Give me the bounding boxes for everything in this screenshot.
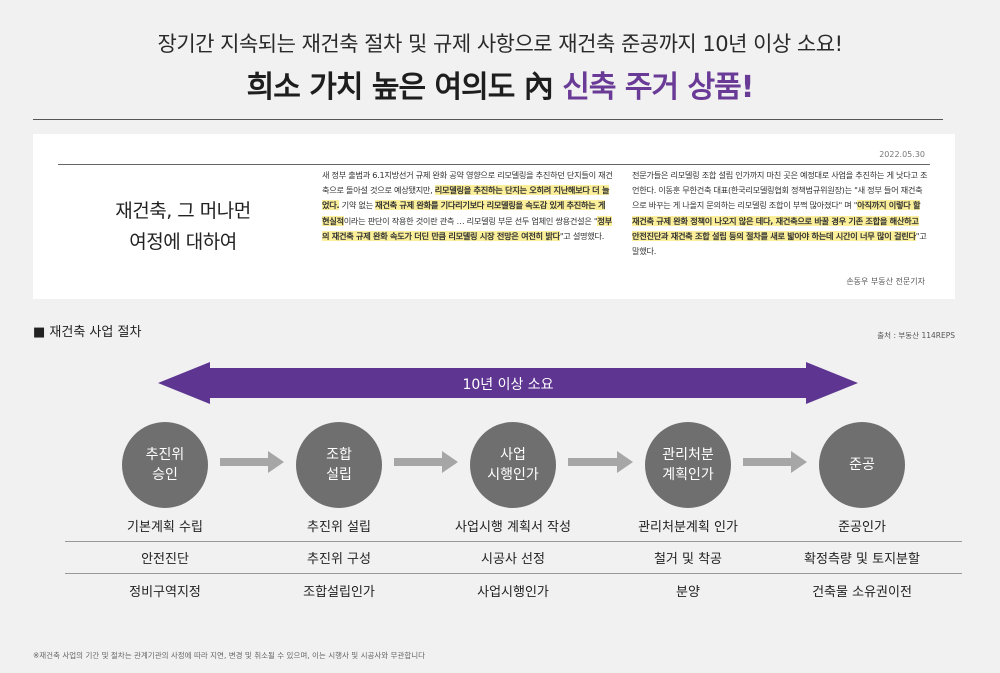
next-step-arrow-shape	[394, 451, 458, 473]
step-task: 정비구역지정	[129, 584, 201, 600]
article-column-2: 전문가들은 리모델링 조합 설립 인가까지 마친 곳은 예정대로 사업을 추진하…	[632, 168, 928, 259]
step-task: 추진위 구성	[239, 542, 439, 574]
next-step-arrow-shape	[220, 451, 284, 473]
step-circle: 준공	[819, 422, 905, 508]
step-task: 안전진단	[65, 542, 265, 574]
article-title: 재건축, 그 머나먼 여정에 대하여	[63, 196, 303, 258]
article-date: 2022.05.30	[879, 150, 925, 159]
next-step-arrow-shape	[743, 451, 807, 473]
article-text: 전문가들은 리모델링 조합 설립 인가까지 마친 곳은 예정대로 사업을 추진하…	[632, 170, 928, 211]
article-text: 기약 없는	[339, 200, 376, 211]
headline-title-accent: 신축 주거 상품!	[562, 70, 754, 105]
header-divider	[33, 119, 943, 120]
article-title-line2: 여정에 대하여	[129, 231, 237, 253]
step-task: 관리처분계획 인가	[588, 510, 788, 542]
article-divider	[58, 164, 930, 165]
article-text: 이라는 판단이 작용한 것이란 관측 … 리모델링 부문 선두 업체인 쌍용건설…	[343, 215, 598, 226]
duration-arrow-shape	[158, 362, 858, 404]
headline-title-prefix: 희소 가치 높은 여의도 內	[246, 70, 554, 105]
next-step-arrow-icon	[568, 451, 633, 473]
step-task: 확정측량 및 토지분할	[762, 542, 962, 574]
article-text: "고 설명했다.	[559, 230, 605, 241]
next-step-arrow-icon	[394, 451, 458, 473]
duration-label: 10년 이상 소요	[462, 377, 554, 393]
next-step-arrow-icon	[743, 451, 807, 473]
article-author: 손동우 부동산 전문기자	[846, 277, 925, 286]
step-name: 설립	[326, 467, 352, 483]
step-name: 사업	[500, 447, 526, 463]
headline-subtitle: 장기간 지속되는 재건축 절차 및 규제 사항으로 재건축 준공까지 10년 이…	[157, 32, 844, 56]
step-task: 사업시행인가	[477, 584, 549, 600]
step-name: 승인	[152, 467, 178, 483]
step-task: 추진위 설립	[239, 510, 439, 542]
step-task: 분양	[676, 584, 700, 600]
article-text: "고 말했다.	[632, 230, 927, 257]
step-name: 준공	[849, 457, 875, 473]
news-article-card: 2022.05.30 재건축, 그 머나먼 여정에 대하여 새 정부 출범과 6…	[33, 134, 955, 299]
article-title-line1: 재건축, 그 머나먼	[115, 200, 251, 222]
step-name: 조합	[326, 447, 352, 463]
step-task: 시공사 선정	[413, 542, 613, 574]
step-task: 사업시행 계획서 작성	[413, 510, 613, 542]
footnote: ※재건축 사업의 기간 및 절차는 관계기관의 사정에 따라 지연, 변경 및 …	[33, 651, 426, 660]
duration-double-arrow	[158, 362, 858, 404]
step-name: 관리처분	[662, 447, 714, 463]
step-task: 준공인가	[762, 510, 962, 542]
section-title: ■ 재건축 사업 절차	[33, 325, 142, 340]
step-task: 기본계획 수립	[65, 510, 265, 542]
step-task: 조합설립인가	[303, 584, 375, 600]
step-task: 건축물 소유권이전	[812, 584, 912, 600]
next-step-arrow-shape	[568, 451, 633, 473]
step-name: 시행인가	[487, 467, 539, 483]
headline-title: 희소 가치 높은 여의도 內 신축 주거 상품!	[0, 62, 1000, 106]
article-column-1: 새 정부 출범과 6.1지방선거 규제 완화 공약 영향으로 리모델링을 추진하…	[322, 168, 614, 244]
step-name: 추진위	[145, 447, 185, 463]
step-task: 철거 및 착공	[588, 542, 788, 574]
step-name: 계획인가	[662, 467, 714, 483]
next-step-arrow-icon	[220, 451, 284, 473]
section-source: 출처 : 부동산 114REPS	[877, 331, 955, 340]
article-text: 새 정부 출범과 6.1지방선거 규제 완화 공약 영향으로 리모델링을 추진하…	[322, 170, 613, 196]
